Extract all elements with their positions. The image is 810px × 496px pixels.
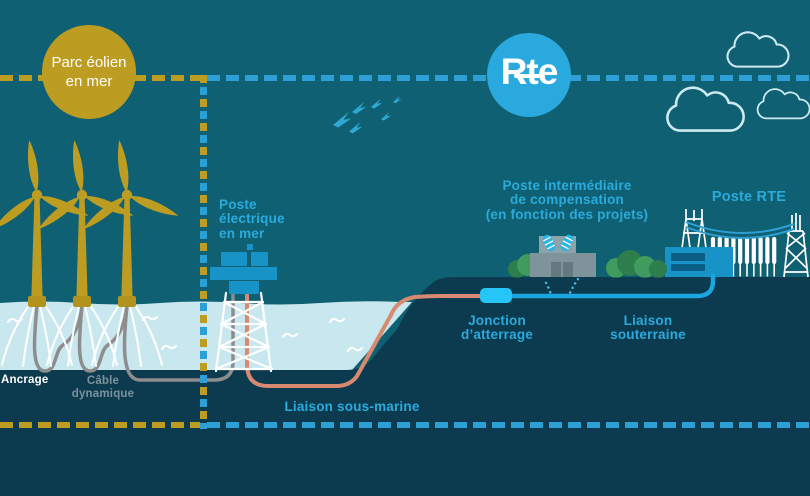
submarine-cable [245,284,483,388]
wave-icon [7,315,363,352]
compensation-substation-label: Poste intermédiaire de compensation (en … [485,178,649,222]
underground-cable [508,273,716,299]
submarine-link-label: Liaison sous-marine [284,399,420,414]
mooring-lines [1,303,163,367]
rte-logo-crossbar [514,74,545,78]
dynamic-cable-label: Câble dynamique [71,375,135,401]
zone-divider-bottom-gold [0,422,200,428]
offshore-substation-label: Poste électrique en mer [219,197,285,241]
land-underground [0,277,810,496]
underground-link-label: Liaison souterraine [610,313,686,343]
dotted-connection [542,277,580,299]
wind-farm-zone-label: Parc éolien en mer [51,53,127,90]
rte-substation [665,209,809,278]
wind-farm-zone-badge: Parc éolien en mer [42,25,136,119]
substation-building-icon [530,234,596,299]
transmission-pylon-icon [783,213,809,278]
zone-divider-bottom-blue [207,422,810,428]
offshore-substation-icon [210,244,277,373]
catenary-wires [685,221,795,240]
cloud-icon [666,31,810,132]
birds-icon [333,96,402,134]
rte-substation-label: Poste RTE [711,189,787,205]
wind-turbine-icon [0,140,179,367]
landfall-junction-label: Jonction d’atterrage [461,313,533,343]
rte-substation-building [665,247,733,277]
rte-logo-icon: Rte [487,33,571,117]
zone-divider-vertical [200,75,207,429]
anchoring-label: Ancrage [1,374,49,386]
junction-box-icon [480,288,512,303]
rte-logo-text: Rte [500,51,559,92]
